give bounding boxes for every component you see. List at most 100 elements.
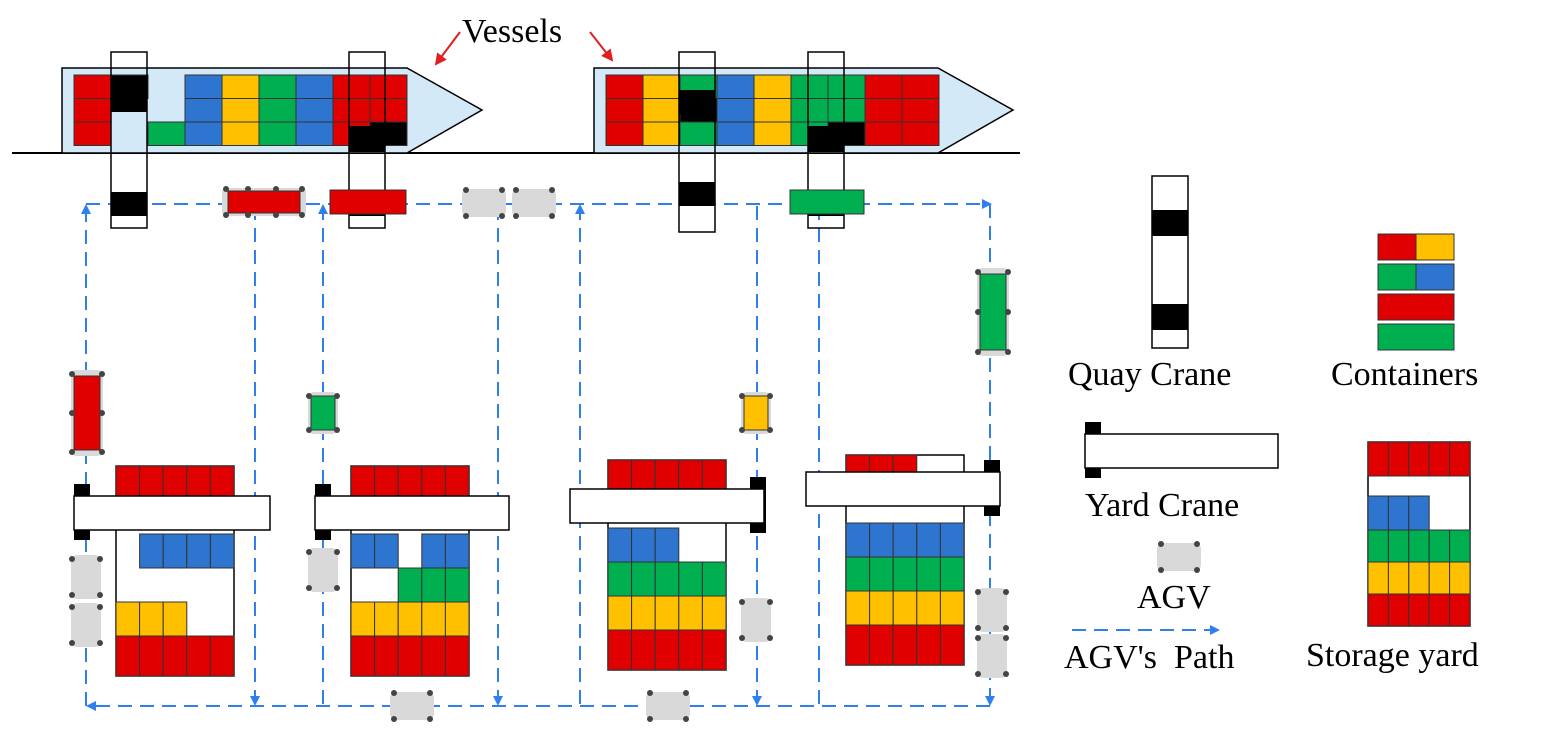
container-red (332, 98, 371, 123)
container-yellow (642, 74, 681, 99)
container-red (1428, 441, 1451, 477)
container-green (1387, 529, 1410, 563)
container-red (139, 465, 164, 501)
container-red (162, 465, 188, 501)
container-yellow (1408, 561, 1430, 595)
container-red (369, 74, 408, 99)
vessel-arrow (589, 31, 614, 62)
legend-containers (1377, 233, 1455, 351)
container-green (1428, 529, 1451, 563)
container-yellow (1449, 561, 1471, 595)
container-red (631, 629, 656, 671)
container-green (444, 567, 470, 603)
container-red (115, 465, 141, 501)
container-yellow (845, 590, 871, 626)
container-red (869, 624, 894, 666)
agv-empty (462, 187, 506, 219)
container-red (350, 635, 376, 677)
container-blue (139, 533, 164, 569)
container-green (258, 98, 297, 123)
container-yellow (916, 590, 941, 626)
container-green (397, 567, 423, 603)
container-red (864, 74, 903, 99)
agv-empty (390, 690, 434, 722)
container-red (678, 629, 703, 671)
container-red (397, 465, 423, 501)
legend-storage-yard (1367, 441, 1471, 627)
container-green (1377, 323, 1455, 351)
container-green (679, 121, 718, 146)
container-yellow (397, 601, 423, 637)
container-yellow (115, 601, 141, 637)
container-green (916, 556, 941, 592)
vessel-right (593, 67, 1015, 154)
container-blue (162, 533, 188, 569)
container-yellow (753, 74, 792, 99)
container-yellow (444, 601, 470, 637)
yard-crane-label: Yard Crane (1085, 487, 1239, 524)
container-green (654, 561, 680, 597)
container-blue (1408, 495, 1430, 531)
container-red (916, 624, 941, 666)
legend-yard-crane (1084, 422, 1279, 478)
container-green (939, 556, 965, 592)
container-green (1377, 263, 1417, 291)
container-yellow (221, 98, 260, 123)
container-yellow (1428, 561, 1451, 595)
agv-label: AGV (1137, 579, 1211, 616)
container-red (73, 98, 112, 123)
container-green (845, 556, 871, 592)
containers-label: Containers (1331, 356, 1478, 393)
container-red (369, 98, 408, 123)
container-red (374, 635, 399, 677)
container-green (258, 121, 297, 146)
container-yellow (1415, 233, 1455, 261)
container-red (1408, 441, 1430, 477)
container-red (605, 121, 644, 146)
container-red (864, 121, 903, 146)
container-red (421, 635, 446, 677)
container-blue (607, 527, 633, 563)
container-red (701, 629, 727, 671)
container-blue (444, 533, 470, 569)
container-red (605, 98, 644, 123)
quay-crane-label: Quay Crane (1068, 356, 1231, 393)
container-blue (654, 527, 680, 563)
container-green (1449, 529, 1471, 563)
container-red (939, 624, 965, 666)
container-blue (421, 533, 446, 569)
container-green (892, 556, 918, 592)
container-blue (350, 533, 376, 569)
agv-empty (512, 187, 556, 219)
container-red (209, 465, 235, 501)
container-yellow (350, 601, 376, 637)
container-green (701, 561, 727, 597)
legend-agv (1157, 541, 1201, 573)
container-red (73, 121, 112, 146)
container-green (678, 561, 703, 597)
agv-empty (975, 634, 1009, 678)
container-red (186, 635, 211, 677)
container-green (827, 98, 866, 123)
empty-agvs (69, 548, 1009, 678)
container-yellow (139, 601, 164, 637)
container-red (1387, 593, 1410, 627)
container-red (1387, 441, 1410, 477)
container-yellow (753, 98, 792, 123)
container-yellow (939, 590, 965, 626)
container-red (332, 74, 371, 99)
container-red (1449, 441, 1471, 477)
agv-empty (739, 598, 773, 642)
container-blue (184, 98, 223, 123)
container-yellow (421, 601, 446, 637)
container-red (1408, 593, 1430, 627)
container-red (397, 635, 423, 677)
container-yellow (631, 595, 656, 631)
agv-loaded-red (222, 186, 306, 218)
container-blue (1387, 495, 1410, 531)
container-green (790, 98, 829, 123)
container-yellow (869, 590, 894, 626)
container-yellow (221, 121, 260, 146)
container-red (892, 624, 918, 666)
